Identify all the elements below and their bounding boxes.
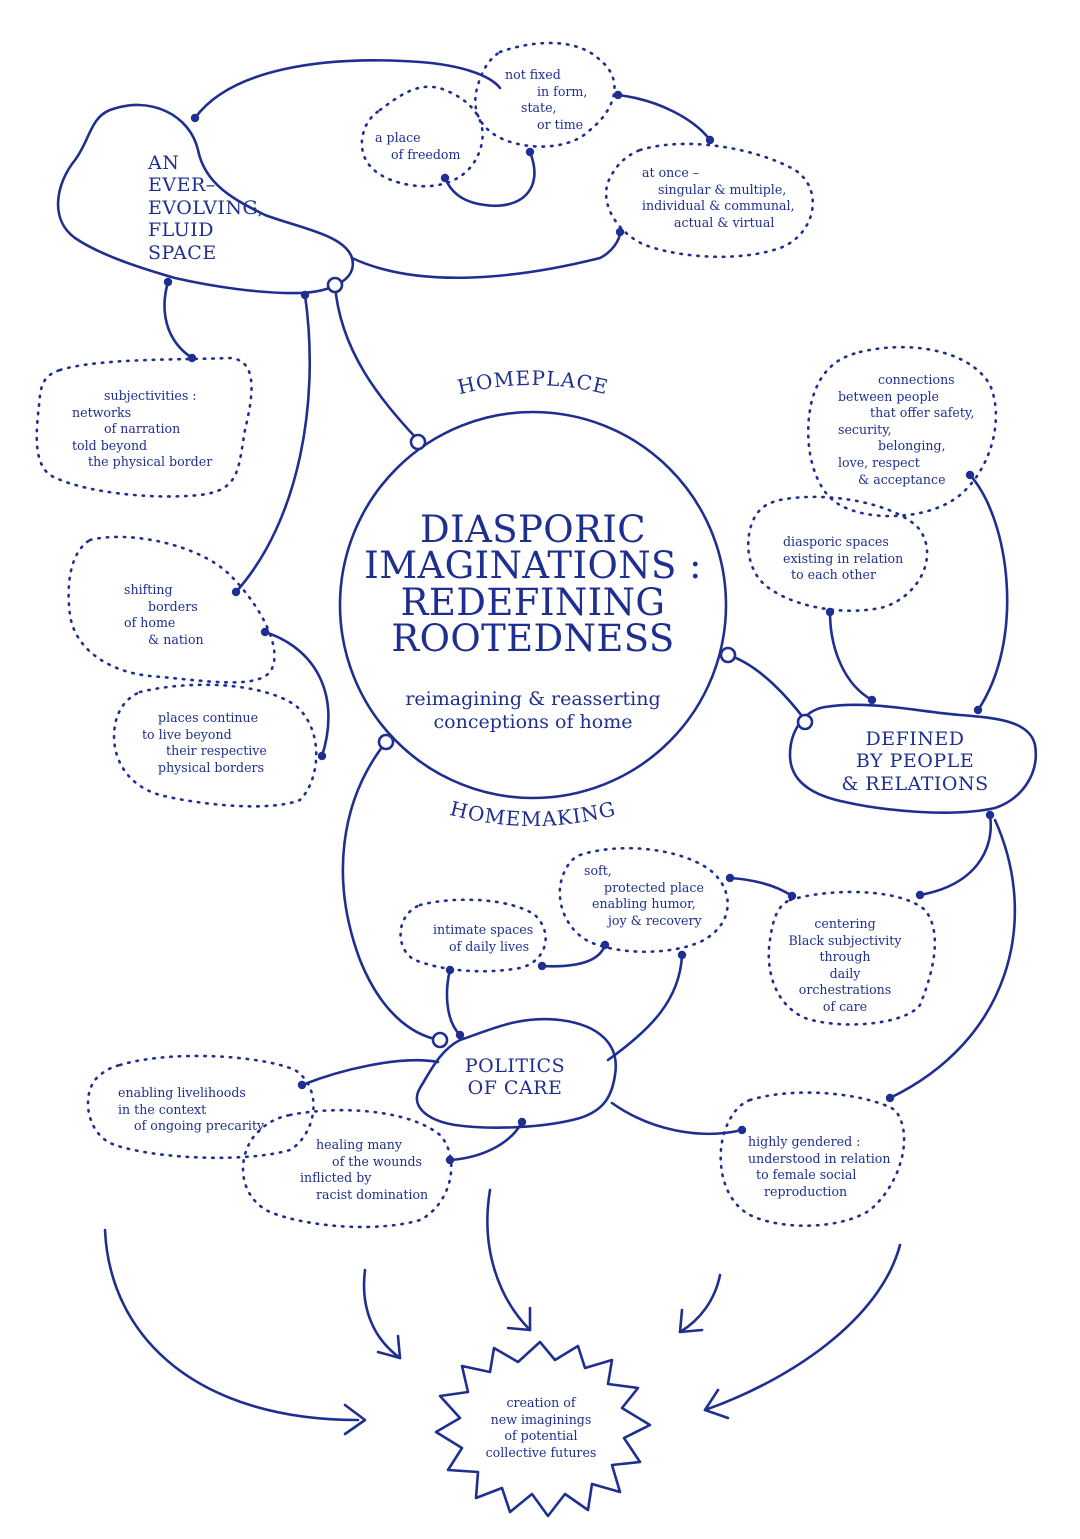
cloud-connections (806, 345, 998, 518)
cloud-not-fixed (474, 41, 616, 148)
link-fluid-notfixed (193, 59, 502, 120)
arrow-rightmid (678, 1273, 722, 1334)
link-soft-centering (728, 876, 794, 898)
link-connections-people (968, 473, 1009, 712)
arrow-leftmid (362, 1268, 402, 1360)
note-not-fixed: not fixed in form, state, or time (505, 67, 588, 132)
cloud-shifting-borders (67, 535, 276, 684)
arrow-left (103, 1228, 360, 1422)
arrow-left-head (343, 1403, 367, 1436)
cloud-place-freedom (360, 85, 484, 188)
note-gendered: highly gendered : understood in relation… (748, 1134, 891, 1199)
link-care-intimate (445, 968, 462, 1037)
note-centering: centering Black subjectivity through dai… (788, 916, 902, 1015)
arrow-rightmid-head (678, 1308, 704, 1334)
cloud-places-continue (112, 683, 318, 808)
central-title: DIASPORIC IMAGINATIONS : REDEFINING ROOT… (364, 508, 702, 660)
link-care-gendered (610, 1101, 744, 1136)
cloud-intimate-spaces (399, 898, 547, 973)
link-care-soft (606, 953, 684, 1062)
arc-label-homemaking: HOMEMAKING (448, 796, 619, 831)
arrow-leftmid-head (376, 1334, 402, 1360)
link-freedom-loop (443, 150, 536, 208)
link-care-healing (448, 1120, 524, 1162)
cloud-at-once (604, 142, 814, 259)
arrow-right (703, 1243, 902, 1412)
note-soft-place: soft, protected place enabling humor, jo… (584, 863, 704, 928)
link-people-gendered (888, 818, 1017, 1100)
connector-dots (163, 90, 995, 1165)
note-diasporic-spaces: diasporic spaces existing in relation to… (783, 534, 904, 583)
link-shifting-places (263, 630, 330, 758)
note-at-once: at once – singular & multiple, individua… (642, 165, 795, 230)
cloud-gendered (719, 1091, 906, 1227)
cloud-livelihoods (86, 1054, 315, 1160)
hub-people-relations: DEFINED BY PEOPLE & RELATIONS (841, 728, 989, 795)
cloud-centering (767, 890, 937, 1026)
link-care-livelihoods (300, 1058, 440, 1087)
note-places-continue: places continue to live beyond their res… (142, 710, 267, 775)
note-shifting-borders: shifting borders of home & nation (124, 582, 204, 647)
central-subtitle: reimagining & reasserting conceptions of… (405, 688, 661, 733)
note-livelihoods: enabling livelihoods in the context of o… (118, 1085, 265, 1134)
cloud-subjectivities (35, 356, 253, 498)
arrow-center (486, 1188, 532, 1332)
arc-label-homeplace: HOMEPLACE (455, 366, 611, 399)
note-intimate-spaces: intimate spaces of daily lives (433, 922, 534, 954)
cloud-healing (241, 1108, 453, 1229)
note-creation: creation of new imaginings of potential … (485, 1395, 597, 1460)
arrow-center-head (506, 1306, 532, 1332)
link-fluid-subjectivities (163, 280, 194, 360)
link-fluid-center (333, 283, 420, 442)
link-fluid-atonce (350, 230, 622, 279)
people-relations-blob (788, 703, 1038, 814)
note-subjectivities: subjectivities : networks of narration t… (72, 388, 213, 470)
arrow-right-head (703, 1388, 730, 1420)
note-place-freedom: a place of freedom (375, 130, 461, 162)
hollow-junctions (326, 276, 814, 1049)
link-fluid-shifting (234, 293, 312, 594)
link-intimate-soft (540, 943, 607, 968)
hub-politics-care: POLITICS OF CARE (464, 1055, 566, 1100)
politics-care-blob (415, 1017, 618, 1129)
link-notfixed-atonce (616, 93, 712, 142)
future-starburst (434, 1340, 652, 1518)
link-center-care (341, 740, 442, 1042)
link-diasporic-people (828, 610, 874, 702)
cloud-diasporic-spaces (746, 495, 929, 613)
hub-fluid-space: AN EVER– EVOLVING, FLUID SPACE (148, 152, 265, 264)
fluid-space-blob (56, 103, 355, 295)
link-center-people (726, 653, 807, 722)
link-people-centering (918, 813, 993, 897)
note-connections: connections between people that offer sa… (838, 372, 975, 487)
central-circle (338, 410, 728, 800)
note-healing: healing many of the wounds inflicted by … (300, 1137, 429, 1202)
